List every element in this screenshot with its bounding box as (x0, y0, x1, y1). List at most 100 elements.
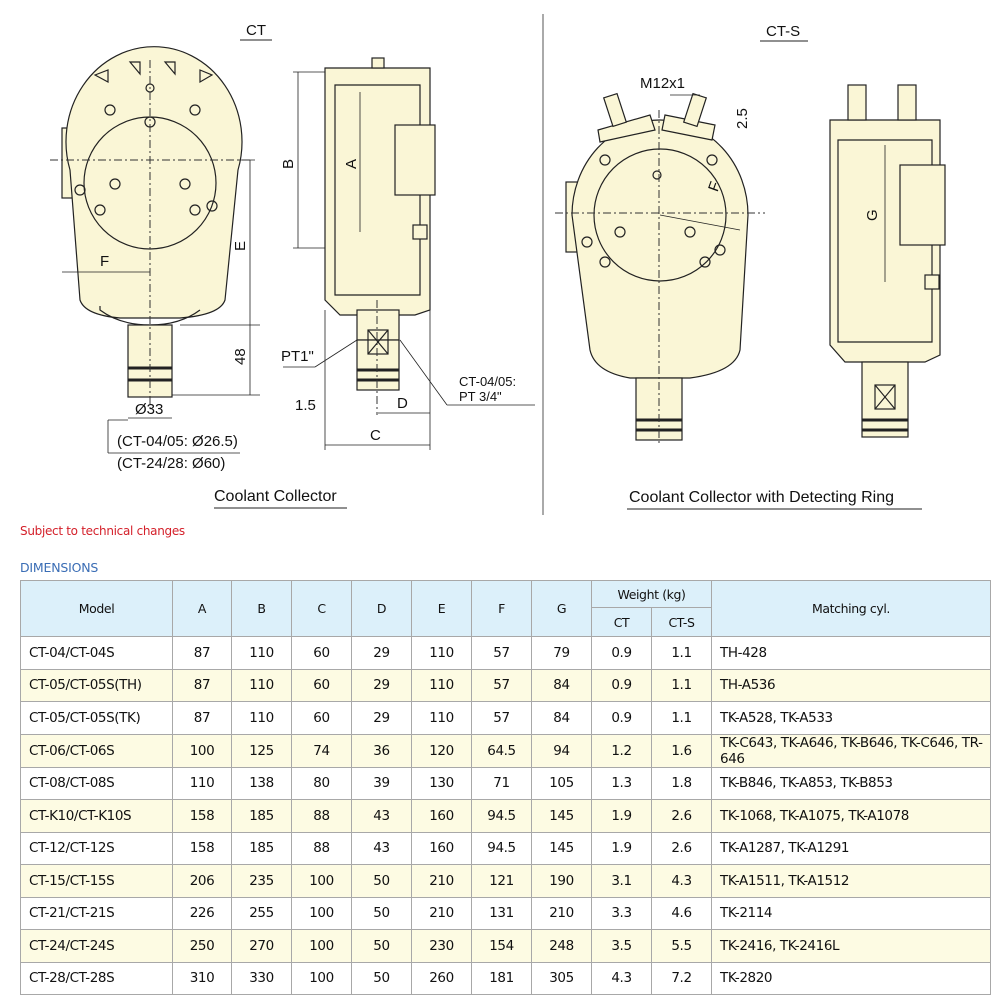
cell-f: 94.5 (471, 799, 532, 833)
cell-b: 138 (231, 766, 292, 800)
header-model: Model (20, 580, 173, 637)
cell-weight-cts: 2.6 (651, 799, 712, 833)
cell-g: 84 (531, 668, 592, 702)
cell-c: 100 (291, 961, 352, 995)
cell-weight-cts: 7.2 (651, 961, 712, 995)
cell-a: 206 (172, 864, 232, 898)
cell-e: 130 (411, 766, 472, 800)
label-e: E (232, 241, 249, 251)
label-pt34: PT 3/4" (459, 389, 502, 404)
header-weight: Weight (kg) (591, 580, 712, 608)
label-a: A (343, 159, 360, 169)
cell-b: 110 (231, 636, 292, 670)
cell-a: 87 (172, 701, 232, 735)
label-48: 48 (232, 348, 249, 365)
cell-matching-cyl: TK-2820 (711, 961, 991, 995)
cell-c: 88 (291, 831, 352, 865)
cell-weight-ct: 0.9 (591, 668, 652, 702)
cell-weight-cts: 4.6 (651, 896, 712, 930)
cell-f: 121 (471, 864, 532, 898)
cell-matching-cyl: TK-A1511, TK-A1512 (711, 864, 991, 898)
cell-b: 270 (231, 929, 292, 963)
cell-weight-cts: 5.5 (651, 929, 712, 963)
cell-e: 160 (411, 831, 472, 865)
label-b: B (280, 159, 297, 169)
cell-f: 131 (471, 896, 532, 930)
cell-f: 57 (471, 668, 532, 702)
cell-weight-cts: 1.1 (651, 668, 712, 702)
cts-title: CT-S (766, 23, 800, 40)
cell-c: 88 (291, 799, 352, 833)
cell-matching-cyl: TK-2114 (711, 896, 991, 930)
cell-c: 100 (291, 896, 352, 930)
cell-f: 57 (471, 701, 532, 735)
cell-b: 185 (231, 831, 292, 865)
cell-d: 50 (351, 864, 412, 898)
cell-weight-ct: 0.9 (591, 636, 652, 670)
cell-d: 29 (351, 668, 412, 702)
cell-a: 110 (172, 766, 232, 800)
cell-model: CT-08/CT-08S (20, 766, 173, 800)
cell-model: CT-21/CT-21S (20, 896, 173, 930)
cell-f: 71 (471, 766, 532, 800)
dimensions-table: Model A B C D E F G Weight (kg) Matching… (20, 580, 991, 995)
ct-title: CT (246, 22, 266, 39)
header-matching-cyl: Matching cyl. (711, 580, 991, 637)
header-d: D (351, 580, 412, 637)
cell-weight-cts: 4.3 (651, 864, 712, 898)
cell-e: 110 (411, 636, 472, 670)
label-2-5: 2.5 (734, 108, 751, 129)
cell-a: 226 (172, 896, 232, 930)
cell-c: 100 (291, 929, 352, 963)
cell-d: 43 (351, 831, 412, 865)
ct-caption: Coolant Collector (214, 488, 337, 505)
header-a: A (172, 580, 232, 637)
cell-matching-cyl: TK-A528, TK-A533 (711, 701, 991, 735)
cell-weight-ct: 1.3 (591, 766, 652, 800)
cell-d: 39 (351, 766, 412, 800)
cell-weight-cts: 1.6 (651, 733, 712, 768)
cell-g: 305 (531, 961, 592, 995)
cts-front-view (565, 92, 749, 441)
label-f: F (100, 253, 109, 270)
cell-d: 36 (351, 733, 412, 768)
cell-g: 84 (531, 701, 592, 735)
cell-c: 60 (291, 636, 352, 670)
ct-side-view (324, 57, 436, 391)
cell-c: 60 (291, 668, 352, 702)
technical-drawing: CT CT-S F E 48 B A PT1" 1.5 D C CT-04/05… (50, 14, 946, 515)
label-m12: M12x1 (640, 75, 685, 92)
cell-weight-ct: 3.5 (591, 929, 652, 963)
cell-a: 87 (172, 636, 232, 670)
cell-b: 235 (231, 864, 292, 898)
cell-d: 43 (351, 799, 412, 833)
cell-d: 50 (351, 896, 412, 930)
cell-g: 210 (531, 896, 592, 930)
dimensions-title: DIMENSIONS (20, 560, 99, 575)
cell-model: CT-04/CT-04S (20, 636, 173, 670)
cell-weight-cts: 1.8 (651, 766, 712, 800)
cell-matching-cyl: TK-B846, TK-A853, TK-B853 (711, 766, 991, 800)
cell-e: 260 (411, 961, 472, 995)
cell-model: CT-28/CT-28S (20, 961, 173, 995)
cell-matching-cyl: TK-A1287, TK-A1291 (711, 831, 991, 865)
label-ct0405: CT-04/05: (459, 374, 516, 389)
cell-b: 330 (231, 961, 292, 995)
cell-e: 210 (411, 864, 472, 898)
cell-d: 50 (351, 961, 412, 995)
cell-weight-ct: 3.1 (591, 864, 652, 898)
cell-a: 158 (172, 831, 232, 865)
label-c: C (370, 427, 381, 444)
cell-e: 110 (411, 668, 472, 702)
cell-e: 110 (411, 701, 472, 735)
cell-model: CT-06/CT-06S (20, 733, 173, 768)
